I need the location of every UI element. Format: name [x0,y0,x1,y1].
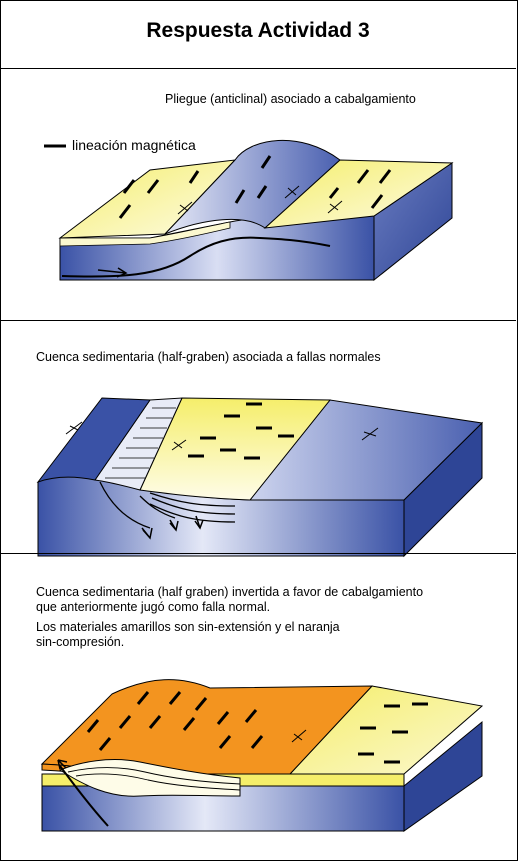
panel2-diagram [36,397,484,558]
bedding-symbols [177,185,343,215]
lineation-marks-yellow [358,702,428,764]
hangingwall-surface [36,397,151,484]
lineation-marks [118,155,392,219]
block-side-right [403,720,483,832]
thrust-fault [61,236,331,278]
normal-faults [99,481,236,529]
panel1-diagram [44,140,454,282]
scarp-hatching [105,407,176,479]
divider-1 [0,320,516,321]
panel2-caption: Cuenca sedimentaria (half-graben) asocia… [36,350,381,364]
reactivated-fault [59,765,109,827]
layer-strip [59,221,231,247]
panel3-diagram [40,679,484,832]
lineation-marks-orange [86,691,264,751]
panel3-caption-line3: Los materiales amarillos son sin-extensi… [36,620,340,634]
thrust-arrow [57,759,68,770]
lineation-marks [188,402,294,460]
panel3-caption-line1: Cuenca sedimentaria (half graben) invert… [36,585,424,599]
bedding-symbols [291,729,307,743]
panel3-caption-line2: que anteriormente jugó como falla normal… [36,600,271,614]
divider-2 [0,553,516,554]
panel1-caption: Pliegue (anticlinal) asociado a cabalgam… [165,92,416,106]
fault-arrows [141,515,204,540]
right-yellow-surface [263,159,454,229]
legend-label: lineación magnética [72,137,196,153]
bedding-symbols [65,421,379,451]
basin-layers [67,767,241,791]
header: Respuesta Actividad 3 [0,0,516,69]
fault-scarp [94,397,183,491]
thrust-arrow [97,267,128,278]
panel3-caption-line4: sin-compresión. [36,635,125,649]
page-title: Respuesta Actividad 3 [146,19,370,42]
